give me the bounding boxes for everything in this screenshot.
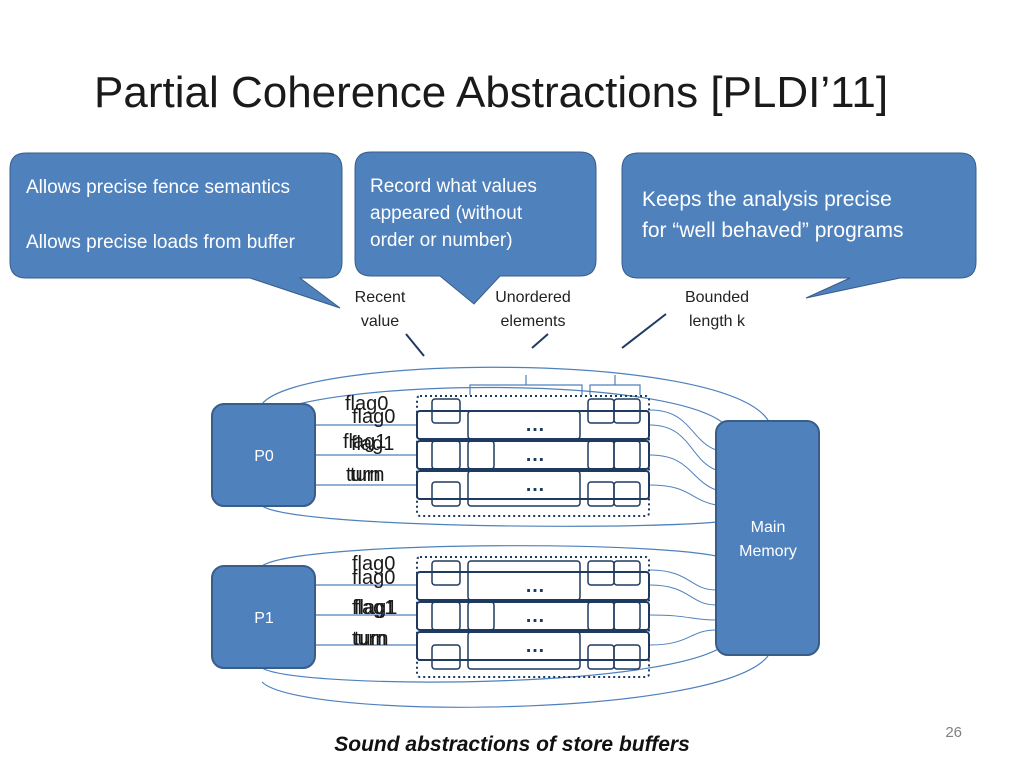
p0-arrows	[315, 424, 418, 646]
brace-bounded	[589, 375, 641, 395]
memory-label-line2: Memory	[739, 543, 797, 560]
p1-flag1-label-a: flag1	[352, 597, 395, 619]
p0-turn-label-a: turn	[346, 464, 380, 486]
p1-turn-label-b: turn	[354, 628, 388, 650]
p1-var-labels: flag0 flag0 flag1 flag1 turn turn	[352, 553, 397, 650]
memory-label-line1: Main	[751, 519, 786, 536]
p0-var-labels: flag0 flag0 flag1 flag1 turn turn	[343, 393, 395, 486]
callout-right-text: Keeps the analysis precise for “well beh…	[642, 188, 904, 242]
ellipsis-p0-2: …	[525, 444, 545, 466]
ellipsis-p0-1: …	[525, 414, 545, 436]
p0-turn-label-b: turn	[350, 464, 384, 486]
brace-unordered	[469, 375, 583, 395]
callout-left	[9, 152, 343, 309]
p0-box	[211, 403, 316, 507]
label-recent-value: Recent value	[354, 289, 406, 330]
p1-turn-label-a: turn	[352, 628, 386, 650]
ellipsis-p1-3: …	[525, 635, 545, 657]
callout-right	[621, 152, 977, 299]
arc-mid-1	[261, 505, 731, 527]
arc-bottom-inner	[261, 639, 731, 683]
memory-arrows	[649, 409, 717, 646]
p1-flag0-label-b: flag0	[352, 567, 395, 589]
callout-left-line2: Allows precise loads from buffer	[26, 232, 295, 253]
callout-left-line1: Allows precise fence semantics	[26, 177, 290, 198]
callout-middle	[354, 151, 597, 305]
buffer-group-p0	[416, 395, 650, 517]
arc-top-outer	[261, 366, 769, 421]
p1-label: P1	[254, 610, 274, 627]
p0-flag1-label-b: flag1	[351, 433, 394, 455]
p0-label: P0	[254, 448, 274, 465]
p1-flag1-label-b: flag1	[354, 597, 397, 619]
p1-flag0-label-a: flag0	[352, 553, 395, 575]
arc-top-inner	[261, 386, 731, 431]
buffer-group-p1	[416, 556, 650, 678]
p1-box	[211, 565, 316, 669]
slide-title: Partial Coherence Abstractions [PLDI’11]	[94, 68, 889, 117]
main-memory-box	[715, 420, 820, 656]
p0-flag0-label-b: flag0	[352, 406, 395, 428]
p0-flag1-label-a: flag1	[343, 431, 386, 453]
label-unordered-elements: Unordered elements	[495, 289, 571, 330]
arc-mid-2	[261, 545, 731, 567]
pointer-recent	[405, 333, 425, 357]
callout-middle-text: Record what values appeared (without ord…	[370, 176, 537, 251]
label-bounded-length: Bounded length k	[684, 289, 750, 330]
page-number: 26	[945, 724, 962, 741]
ellipsis-p1-2: …	[525, 605, 545, 627]
pointer-unordered	[531, 333, 549, 349]
p0-flag0-label-a: flag0	[345, 393, 388, 415]
ellipsis-p0-3: …	[525, 474, 545, 496]
ellipsis-p1-1: …	[525, 575, 545, 597]
slide-caption: Sound abstractions of store buffers	[334, 733, 690, 756]
ellipsis-marks: … … … … … …	[525, 414, 545, 657]
pointer-bounded	[621, 313, 667, 349]
arc-bottom-outer	[261, 655, 769, 708]
